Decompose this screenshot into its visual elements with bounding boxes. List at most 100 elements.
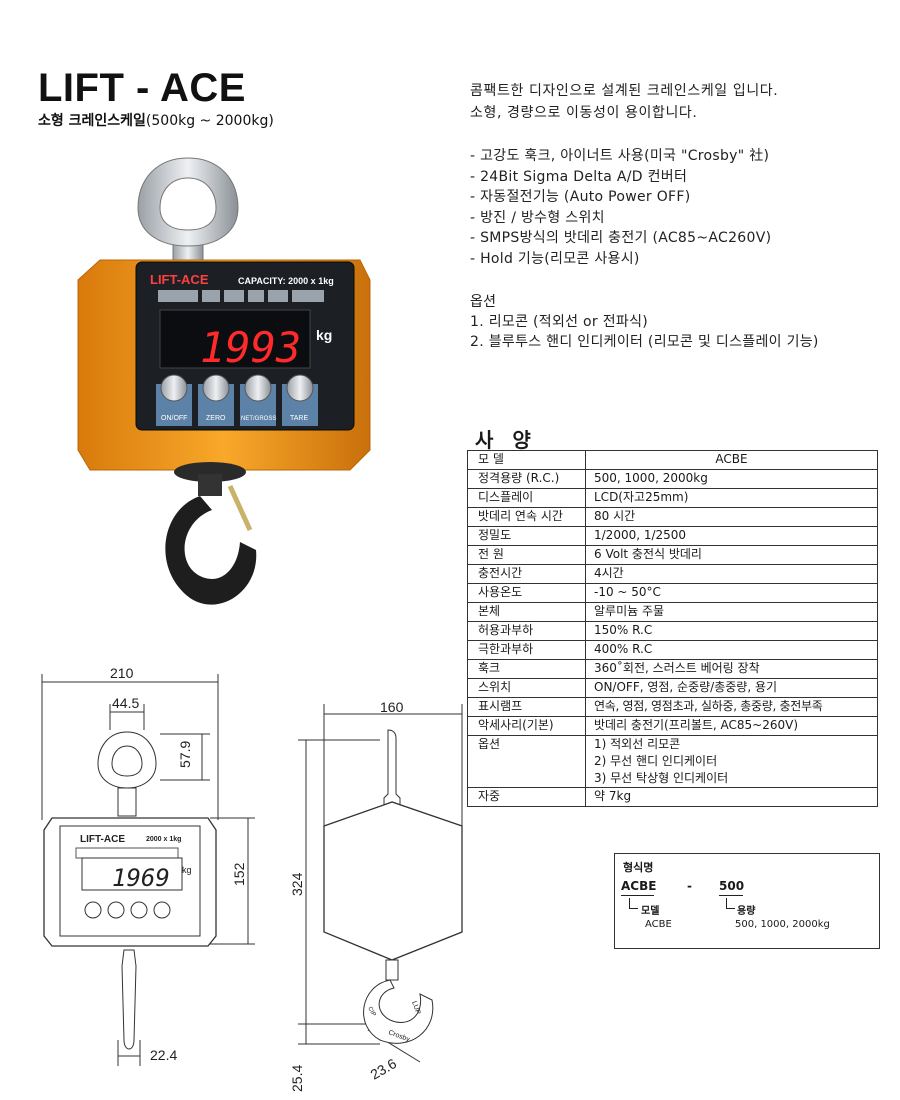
spec-key: 극한과부하: [467, 640, 586, 660]
model-code-model: ACBE: [621, 879, 657, 893]
hook-text: LUP: [410, 1000, 421, 1016]
spec-value: 500, 1000, 2000kg: [585, 469, 878, 489]
feature-item: - 방진 / 방수형 스위치: [470, 209, 605, 226]
feature-list: - 고강도 훅크, 아이너트 사용(미국 "Crosby" 社) - 24Bit…: [470, 146, 771, 269]
eye-bolt-icon: [137, 157, 239, 261]
display-window: [159, 309, 311, 369]
spec-value: 150% R.C: [585, 621, 878, 641]
side-hook-icon: [363, 959, 434, 1044]
spec-key: 전 원: [467, 545, 586, 565]
spec-value-line: 3) 무선 탁상형 인디케이터: [594, 771, 729, 785]
product-photo: LIFT-ACE CAPACITY: 2000 x 1kg 1993 kg ON…: [77, 157, 371, 605]
feature-item: - 24Bit Sigma Delta A/D 컨버터: [470, 168, 688, 185]
front-capacity: 2000 x 1kg: [146, 836, 181, 843]
spec-value: 4시간: [585, 564, 878, 584]
feature-item: - 고강도 훅크, 아이너트 사용(미국 "Crosby" 社): [470, 148, 770, 164]
underline: [719, 895, 743, 896]
spec-value: ON/OFF, 영점, 순중량/총중량, 용기: [585, 678, 878, 698]
spec-key: 본체: [467, 602, 586, 622]
front-unit: kg: [182, 865, 192, 875]
dim-hook-opening: 23.6: [368, 1055, 400, 1083]
dim-total-height: 324: [289, 872, 305, 896]
dim-hook-width: 22.4: [150, 1047, 177, 1063]
spec-value-line: 1) 적외선 리모콘: [594, 737, 681, 751]
table-row: 악세사리(기본)밧데리 충전기(프리볼트, AC85~260V): [467, 716, 878, 736]
side-body-outline: [323, 801, 463, 961]
underline: [621, 895, 654, 896]
spec-value: 6 Volt 충전식 밧데리: [585, 545, 878, 565]
model-code-box: 형식명 ACBE - 500 모델 용량 ACBE 500, 1000, 200…: [614, 853, 880, 949]
spec-key: 허용과부하: [467, 621, 586, 641]
spec-title: 사 양: [475, 428, 537, 452]
spec-value: LCD(자고25mm): [585, 488, 878, 508]
front-brand: LIFT-ACE: [80, 834, 125, 845]
feature-item: - Hold 기능(리모콘 사용시): [470, 250, 640, 267]
model-label: 모델: [641, 906, 660, 917]
bracket: [629, 898, 638, 909]
photo-button-label: ON/OFF: [161, 415, 187, 422]
spec-key: 훅크: [467, 659, 586, 679]
side-view-drawing: LUP CIP Crosby 160 324 25.4 23.6: [289, 699, 463, 1092]
spec-value: 약 7kg: [585, 787, 878, 807]
model-code-heading: 형식명: [623, 861, 654, 874]
spec-key: 정격용량 (R.C.): [467, 469, 586, 489]
spec-value: 80 시간: [585, 507, 878, 527]
hook-icon: [165, 462, 257, 605]
table-row: 정격용량 (R.C.)500, 1000, 2000kg: [467, 469, 878, 489]
spec-value: ACBE: [585, 450, 878, 470]
spec-value: -10 ~ 50°C: [585, 583, 878, 603]
capacity-label: 용량: [737, 906, 756, 917]
photo-button-label: ZERO: [206, 415, 226, 422]
dim-eye-width: 44.5: [112, 695, 139, 711]
intro-line: 소형, 경량으로 이동성이 용이합니다.: [470, 105, 698, 121]
option-item: 1. 리모콘 (적외선 or 전파식): [470, 314, 649, 330]
photo-buttons: [156, 374, 318, 426]
spec-key: 스위치: [467, 678, 586, 698]
photo-brand: LIFT-ACE: [150, 272, 209, 287]
model-code-dash: -: [687, 879, 692, 893]
options-heading: 옵션: [470, 294, 497, 310]
subtitle-main: 소형 크레인스케일: [38, 113, 146, 129]
front-buttons: [84, 901, 171, 919]
spec-key: 자중: [467, 787, 586, 807]
photo-button-label: TARE: [290, 415, 308, 422]
dim-eye-height: 57.9: [177, 741, 193, 768]
bracket: [726, 898, 735, 909]
photo-button-label: NET/GROSS: [241, 416, 276, 422]
front-reading: 1969: [112, 864, 170, 892]
dim-width: 210: [110, 665, 134, 681]
product-title: LIFT - ACE: [38, 66, 246, 110]
model-value: ACBE: [645, 919, 672, 930]
model-code-capacity: 500: [719, 879, 745, 893]
spec-value: 400% R.C: [585, 640, 878, 660]
front-eye-icon: [97, 731, 157, 817]
dim-depth: 160: [380, 699, 404, 715]
spec-value: 밧데리 충전기(프리볼트, AC85~260V): [585, 716, 878, 736]
dim-bottom: 25.4: [289, 1065, 305, 1092]
table-row: 사용온도-10 ~ 50°C: [467, 583, 878, 603]
dim-body-height: 152: [231, 862, 247, 886]
photo-unit: kg: [316, 327, 332, 343]
spec-value: 1/2000, 1/2500: [585, 526, 878, 546]
spec-key: 옵션: [467, 735, 586, 788]
front-hook-icon: [121, 949, 137, 1050]
capacity-value: 500, 1000, 2000kg: [735, 919, 830, 930]
product-subtitle: 소형 크레인스케일(500kg ~ 2000kg): [38, 110, 274, 130]
option-item: 2. 블루투스 핸디 인디케이터 (리모콘 및 디스플레이 기능): [470, 334, 819, 350]
spec-key: 모 델: [467, 450, 586, 470]
hook-text: CIP: [366, 1006, 376, 1018]
options-list: 옵션 1. 리모콘 (적외선 or 전파식) 2. 블루투스 핸디 인디케이터 …: [470, 292, 819, 352]
intro-text: 콤팩트한 디자인으로 설계된 크레인스케일 입니다. 소형, 경량으로 이동성이…: [470, 80, 778, 124]
front-view-drawing: LIFT-ACE 2000 x 1kg 1969 kg 210 44.5 57.…: [41, 665, 255, 1066]
